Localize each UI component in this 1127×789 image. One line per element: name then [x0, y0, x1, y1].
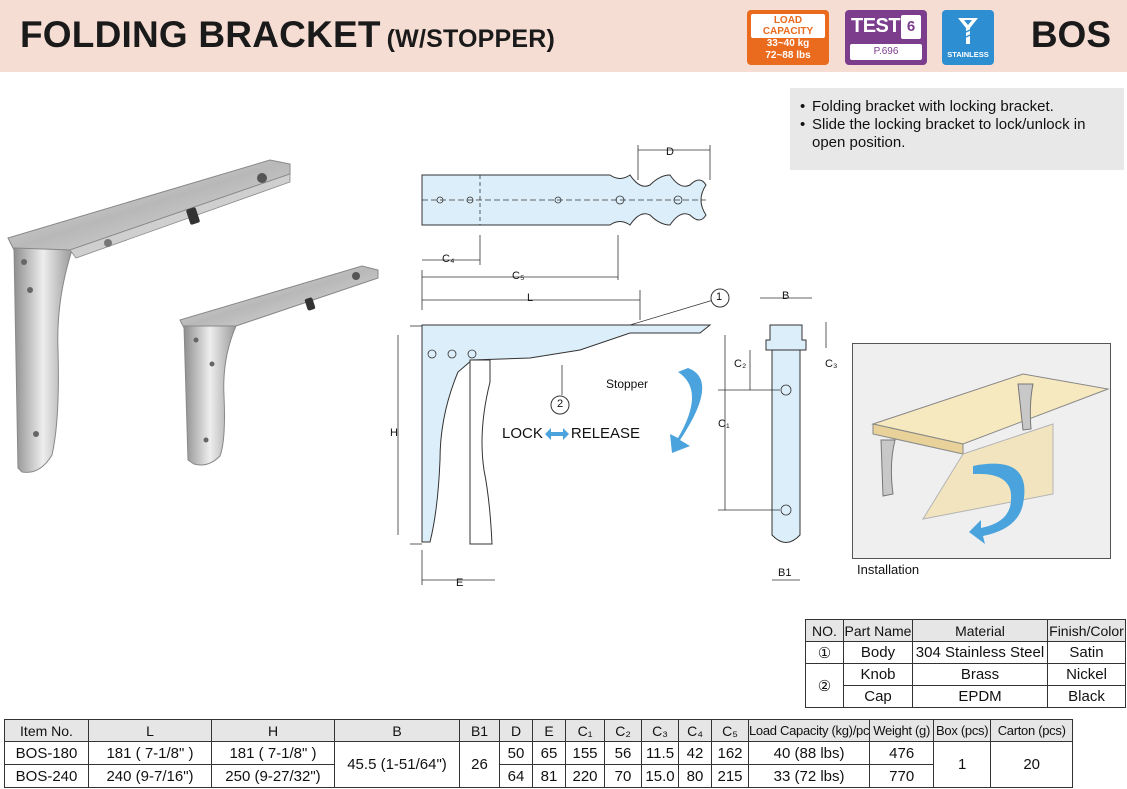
- feature-item: •Slide the locking bracket to lock/unloc…: [800, 116, 1086, 151]
- load-capacity-lbs: 72~88 lbs: [765, 50, 811, 61]
- double-arrow-icon: [544, 427, 569, 440]
- test-number: 6: [901, 15, 921, 39]
- parts-header-material: Material: [912, 619, 1048, 642]
- load-capacity-label: LOAD CAPACITY: [751, 14, 825, 38]
- part-2-marker: 2: [557, 398, 564, 410]
- stainless-badge: STAINLESS: [942, 10, 994, 65]
- page-subtitle: (W/STOPPER): [386, 25, 556, 53]
- header-band: FOLDING BRACKET(W/STOPPER) LOAD CAPACITY…: [0, 0, 1127, 72]
- dim-b1-label: B1: [778, 567, 792, 579]
- lock-label: LOCK: [502, 425, 543, 442]
- product-photo: [7, 159, 379, 473]
- parts-header-row: NO. Part Name Material Finish/Color: [805, 619, 1126, 642]
- table-row: ① Body 304 Stainless Steel Satin: [805, 641, 1126, 664]
- load-capacity-kg: 33~40 kg: [766, 38, 810, 49]
- table-row: ② Knob Brass Nickel: [805, 663, 1126, 708]
- series-code: BOS: [1030, 14, 1111, 55]
- spec-header-row: Item No. L H B B1 D E C₁ C₂ C₃ C₄ C₅ Loa…: [4, 719, 1074, 742]
- parts-header-finish: Finish/Color: [1047, 619, 1126, 642]
- table-row: Cap EPDM Black: [806, 685, 1126, 708]
- features-box: •Folding bracket with locking bracket. •…: [790, 88, 1124, 170]
- page-title: FOLDING BRACKET(W/STOPPER): [20, 14, 556, 55]
- parts-table: NO. Part Name Material Finish/Color ① Bo…: [805, 619, 1126, 708]
- test-page: P.696: [850, 44, 922, 60]
- dim-c4-label: C₄: [442, 253, 455, 265]
- dim-c5-label: C₅: [512, 270, 525, 282]
- parts-header-name: Part Name: [843, 619, 913, 642]
- table-row: BOS-180 181 ( 7-1/8" ) 181 ( 7-1/8" ) 45…: [4, 741, 1074, 788]
- stainless-label: STAINLESS: [947, 50, 989, 59]
- dim-c1-label: C₁: [718, 418, 730, 430]
- dim-c2-label: C₂: [734, 358, 747, 370]
- technical-drawing: [397, 145, 827, 585]
- test-badge: TEST 6 P.696: [845, 10, 927, 65]
- lock-release-label: LOCK RELEASE: [502, 425, 640, 442]
- dim-e-label: E: [456, 577, 464, 589]
- load-capacity-badge: LOAD CAPACITY 33~40 kg 72~88 lbs: [747, 10, 829, 65]
- part-1-marker: 1: [716, 291, 723, 303]
- stopper-label: Stopper: [606, 377, 649, 391]
- test-label: TEST: [851, 15, 901, 37]
- dim-b-label: B: [782, 290, 790, 302]
- parts-header-no: NO.: [805, 619, 844, 642]
- release-label: RELEASE: [570, 425, 641, 442]
- dim-h-label: H: [390, 427, 398, 439]
- spec-table: Item No. L H B B1 D E C₁ C₂ C₃ C₄ C₅ Loa…: [4, 719, 1074, 788]
- dim-d-label: D: [666, 146, 674, 158]
- dim-c3-label: C₃: [825, 358, 838, 370]
- screw-icon: [958, 18, 978, 44]
- installation-image: [852, 343, 1111, 559]
- feature-item: •Folding bracket with locking bracket.: [800, 98, 1054, 115]
- dim-l-label: L: [527, 292, 534, 304]
- table-row: BOS-240 240 (9-7/16") 250 (9-27/32") 64 …: [4, 764, 1073, 788]
- installation-caption: Installation: [857, 562, 920, 577]
